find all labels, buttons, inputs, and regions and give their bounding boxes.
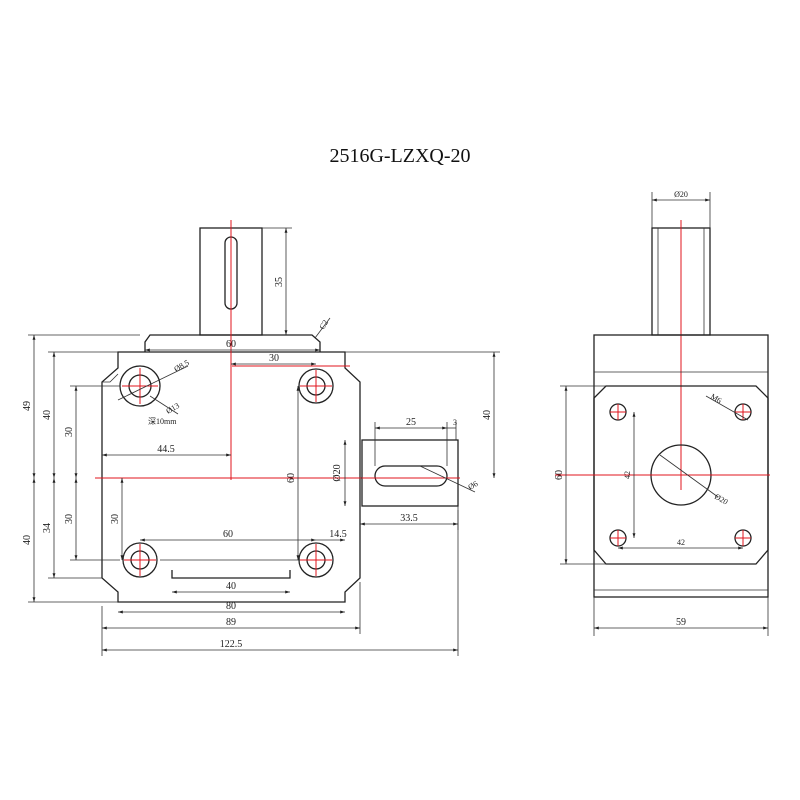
dim-3: 3 — [453, 418, 457, 427]
dim-80: 80 — [226, 601, 236, 612]
dim-25: 25 — [406, 417, 416, 428]
dim-60-top: 60 — [226, 339, 236, 350]
dim-40-left-low: 40 — [22, 535, 33, 545]
dim-30-mid: 30 — [110, 514, 121, 524]
dim-m6: M6 — [709, 392, 723, 405]
dim-33-5: 33.5 — [400, 513, 418, 524]
dim-side-42-v: 42 — [623, 471, 632, 479]
dim-40-right: 40 — [482, 410, 493, 420]
dim-d20-top: Ø20 — [674, 190, 688, 199]
dim-40-left: 40 — [42, 410, 53, 420]
dim-60-center: 60 — [286, 473, 297, 483]
front-view: 35 C2 60 30 Ø8.5 Ø13 深10mm 49 40 30 44.5 — [22, 220, 500, 656]
dim-depth10: 深10mm — [148, 417, 177, 426]
dim-14-5: 14.5 — [329, 529, 347, 540]
dim-30-left-low: 30 — [64, 514, 75, 524]
dim-30-top: 30 — [269, 353, 279, 364]
dim-d20-slot: Ø20 — [332, 464, 343, 481]
side-slot — [374, 465, 448, 487]
bottom-recess — [171, 570, 291, 579]
dim-d13: Ø13 — [165, 401, 181, 416]
side-plate — [593, 385, 769, 565]
dim-d6: Ø6 — [467, 479, 480, 492]
dim-40-bottom: 40 — [226, 581, 236, 592]
dim-d8-5: Ø8.5 — [173, 358, 191, 374]
body-notch-top-left — [102, 373, 119, 383]
dim-60-bottom: 60 — [223, 529, 233, 540]
dim-34: 34 — [42, 523, 53, 533]
dim-30-left: 30 — [64, 427, 75, 437]
drawing-title: 2516G-LZXQ-20 — [329, 145, 470, 167]
dim-44-5: 44.5 — [157, 444, 175, 455]
dim-side-59: 59 — [676, 617, 686, 628]
side-view: Ø20 M6 60 42 Ø20 42 59 — [554, 190, 770, 636]
dim-49: 49 — [22, 401, 33, 411]
dim-side-60: 60 — [554, 470, 565, 480]
dim-side-d20: Ø20 — [713, 492, 729, 507]
dim-89: 89 — [226, 617, 236, 628]
dim-c2: C2 — [318, 318, 330, 331]
dim-35: 35 — [274, 277, 285, 287]
dim-side-42-h: 42 — [677, 538, 685, 547]
side-slot-block — [361, 439, 459, 507]
dim-122-5: 122.5 — [220, 639, 243, 650]
